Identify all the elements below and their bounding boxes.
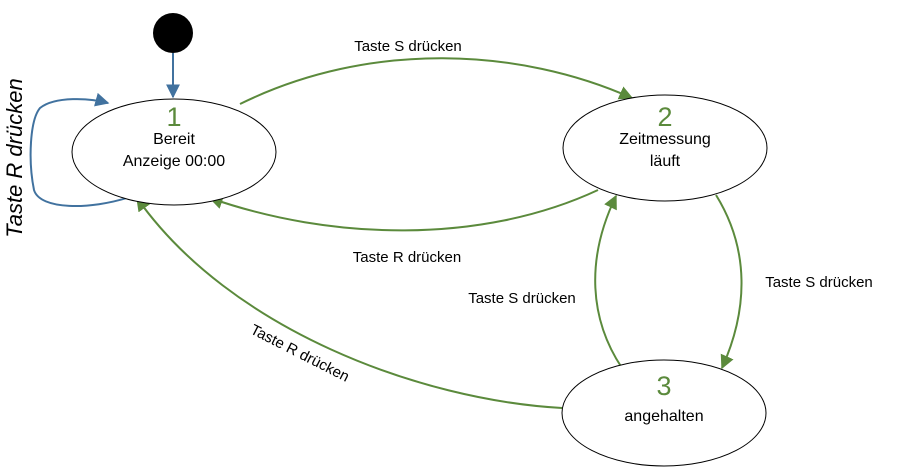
- initial-state-dot: [153, 13, 193, 53]
- transition-2-to-1-label: Taste R drücken: [353, 249, 461, 266]
- transition-2-to-1-arrow: [208, 189, 599, 232]
- state-2: 2 Zeitmessung läuft: [562, 94, 768, 202]
- transition-1-to-2-label: Taste S drücken: [354, 38, 462, 55]
- state-3-ellipse: [561, 359, 767, 467]
- state-1-number: 1: [166, 102, 181, 132]
- transition-3-to-2-arrow: [594, 194, 623, 369]
- state-2-line-2: läuft: [650, 153, 681, 170]
- transition-1-to-1-label: Taste R drücken: [2, 78, 27, 237]
- transition-3-to-1-label: Taste R drücken: [248, 321, 352, 385]
- state-1-line-2: Anzeige 00:00: [123, 153, 225, 170]
- transition-2-to-3-arrow: [715, 194, 743, 370]
- state-2-ellipse: [562, 94, 768, 202]
- transition-2-to-3-label: Taste S drücken: [765, 274, 873, 291]
- transition-3-to-2-label: Taste S drücken: [468, 290, 576, 307]
- transition-1-to-2-arrow: [239, 57, 634, 105]
- transition-1-to-1-arrow: [29, 92, 131, 208]
- state-1-ellipse: [71, 98, 277, 206]
- state-1-line-1: Bereit: [153, 131, 195, 148]
- state-3-line-1: angehalten: [624, 408, 703, 425]
- state-3: 3 angehalten: [561, 359, 767, 467]
- state-3-number: 3: [656, 371, 671, 401]
- state-2-line-1: Zeitmessung: [619, 131, 711, 148]
- state-1: 1 Bereit Anzeige 00:00: [71, 98, 277, 206]
- transition-3-to-1-arrow: [136, 196, 563, 409]
- state-2-number: 2: [657, 102, 672, 132]
